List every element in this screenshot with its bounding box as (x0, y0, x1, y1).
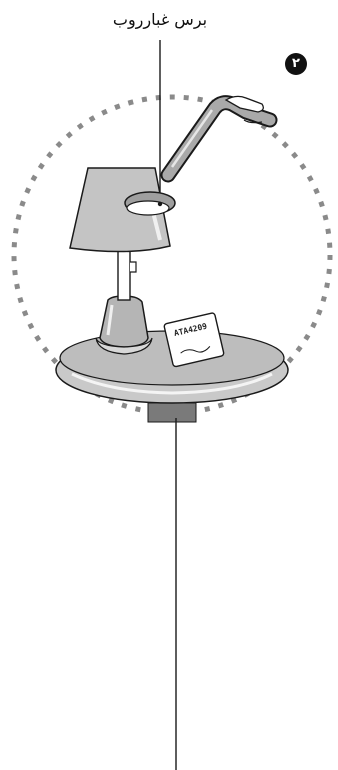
dashed-focus-circle (11, 94, 333, 416)
table-pedestal (147, 402, 197, 423)
brush-dot (157, 201, 163, 207)
vacuum-hose-shine (170, 109, 214, 168)
lamp-shade (69, 167, 171, 253)
dusting-brush-bristles (126, 200, 170, 216)
dusting-brush-label: برس غبارروب (112, 10, 208, 29)
lamp-stem (117, 249, 131, 301)
step-number-badge: ۲ (285, 53, 307, 75)
table-top-highlight (71, 372, 273, 395)
lamp-base-highlight (106, 304, 114, 336)
note-card (163, 312, 225, 368)
vacuum-handle-detail (243, 119, 263, 124)
vacuum-handle (224, 95, 264, 113)
lamp-switch (130, 261, 137, 273)
lamp-base-foot (95, 337, 153, 355)
lamp-base-body (99, 295, 149, 348)
